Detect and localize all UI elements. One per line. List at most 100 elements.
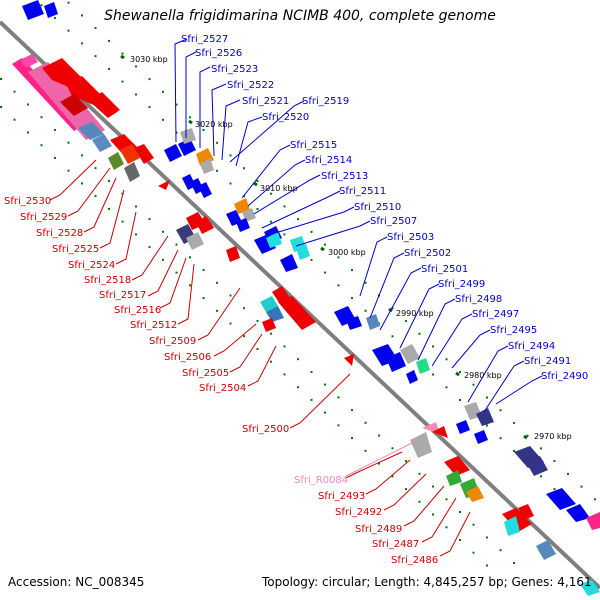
tick-dot <box>243 167 245 170</box>
tick-dot <box>351 269 353 272</box>
tick-dot <box>256 180 259 182</box>
tick-dot <box>108 39 110 42</box>
tick-dot <box>94 55 97 58</box>
tick-dot <box>81 182 83 185</box>
tick-dot <box>202 129 205 131</box>
tick-dot <box>175 243 178 246</box>
gene-label: Sfri_2515 <box>290 140 337 151</box>
tick-dot <box>472 523 475 526</box>
tick-dot <box>432 373 434 376</box>
gene-label: Sfri_2499 <box>438 279 485 290</box>
tick-dot <box>445 526 448 529</box>
tick-dot <box>486 564 488 567</box>
gene-label: Sfri_2517 <box>99 290 146 301</box>
accession-text: Accession: NC_008345 <box>8 575 145 589</box>
tick-dot <box>378 462 380 465</box>
tick-dot <box>229 294 232 297</box>
tick-dot <box>351 409 353 412</box>
tick-dot <box>324 271 326 274</box>
tick-dot <box>405 320 407 323</box>
tick-dot <box>13 118 16 121</box>
tick-dot <box>40 116 43 119</box>
gene-label: Sfri_2487 <box>372 539 419 550</box>
tick-dot <box>540 447 542 450</box>
tick-dot <box>189 116 191 119</box>
tick-dot <box>418 500 421 503</box>
gene-label: Sfri_2503 <box>387 232 434 243</box>
tick-dot <box>121 220 124 223</box>
tick-dot <box>148 106 151 109</box>
tick-dot <box>418 332 421 335</box>
tick-dot <box>513 449 515 452</box>
tick-dot <box>337 256 340 259</box>
kbp-label: 3010 kbp <box>260 184 298 193</box>
gene-label: Sfri_2529 <box>20 212 67 223</box>
tick-dot <box>108 207 110 210</box>
top-callout-lines <box>174 38 543 413</box>
tick-dot <box>364 309 367 312</box>
tick-dot <box>310 398 313 401</box>
top-gene-labels: Sfri_2527 Sfri_2526 Sfri_2523 Sfri_2522 … <box>181 34 588 382</box>
tick-dot <box>499 409 502 412</box>
gene-label: Sfri_2528 <box>36 228 83 239</box>
tick-dot <box>499 437 502 440</box>
tick-dot <box>297 218 299 221</box>
tick-dot <box>378 434 380 437</box>
tick-dot <box>216 141 218 144</box>
gene-label: Sfri_2520 <box>262 112 309 123</box>
tick-dot <box>67 141 70 144</box>
tick-dot <box>432 345 434 348</box>
tick-dot <box>175 131 178 134</box>
tick-dot <box>270 332 272 335</box>
tick-dot <box>337 424 340 427</box>
tick-dot <box>580 485 583 488</box>
tick-dot <box>459 511 461 513</box>
tick-dot <box>513 421 515 424</box>
tick-dot <box>94 195 97 198</box>
tick-dot <box>499 549 502 552</box>
tick-dot <box>418 472 421 475</box>
tick-dot <box>189 256 191 259</box>
tick-dot <box>270 192 272 195</box>
tick-dot <box>553 460 556 463</box>
gene-label: Sfri_2523 <box>211 64 258 75</box>
tick-dot <box>270 220 272 223</box>
tick-dot <box>297 386 299 389</box>
gene-label: Sfri_R0084 <box>294 475 348 486</box>
tick-dot <box>175 271 178 274</box>
gene-label: Sfri_2524 <box>68 260 115 271</box>
kbp-label: 3020 kbp <box>195 120 233 129</box>
tick-dot <box>108 179 110 182</box>
tick-dot <box>229 182 232 185</box>
tick-dot <box>567 472 569 475</box>
tick-dot <box>459 539 461 541</box>
tick-dot <box>256 348 259 350</box>
gene-label: Sfri_2512 <box>130 320 177 331</box>
tick-dot <box>202 297 205 299</box>
tick-dot <box>486 424 488 427</box>
gene-label: Sfri_2501 <box>421 264 468 275</box>
gene-label: Sfri_2513 <box>321 171 368 182</box>
gene-label: Sfri_2509 <box>149 336 196 347</box>
tick-dot <box>202 269 205 271</box>
kbp-label: 3030 kbp <box>130 55 168 64</box>
tick-dot <box>324 411 326 414</box>
gene-label: Sfri_2490 <box>541 371 588 382</box>
tick-dot <box>81 14 83 17</box>
gene-label: Sfri_2494 <box>508 341 555 352</box>
gene-label: Sfri_2506 <box>164 352 211 363</box>
tick-dot <box>486 396 488 399</box>
tick-dot <box>67 1 70 4</box>
gene-label: Sfri_2525 <box>52 244 99 255</box>
tick-dot <box>445 386 448 389</box>
tick-dot <box>297 358 299 361</box>
tick-dot <box>27 103 29 106</box>
tick-dot <box>526 434 529 437</box>
tick-dot <box>121 80 124 83</box>
tick-dot <box>13 90 16 93</box>
map-title: Shewanella frigidimarina NCIMB 400, comp… <box>104 8 496 24</box>
gene-label: Sfri_2507 <box>370 216 417 227</box>
kbp-label: 2980 kbp <box>464 371 502 380</box>
tick-dot <box>121 192 124 195</box>
tick-dot <box>391 335 394 338</box>
